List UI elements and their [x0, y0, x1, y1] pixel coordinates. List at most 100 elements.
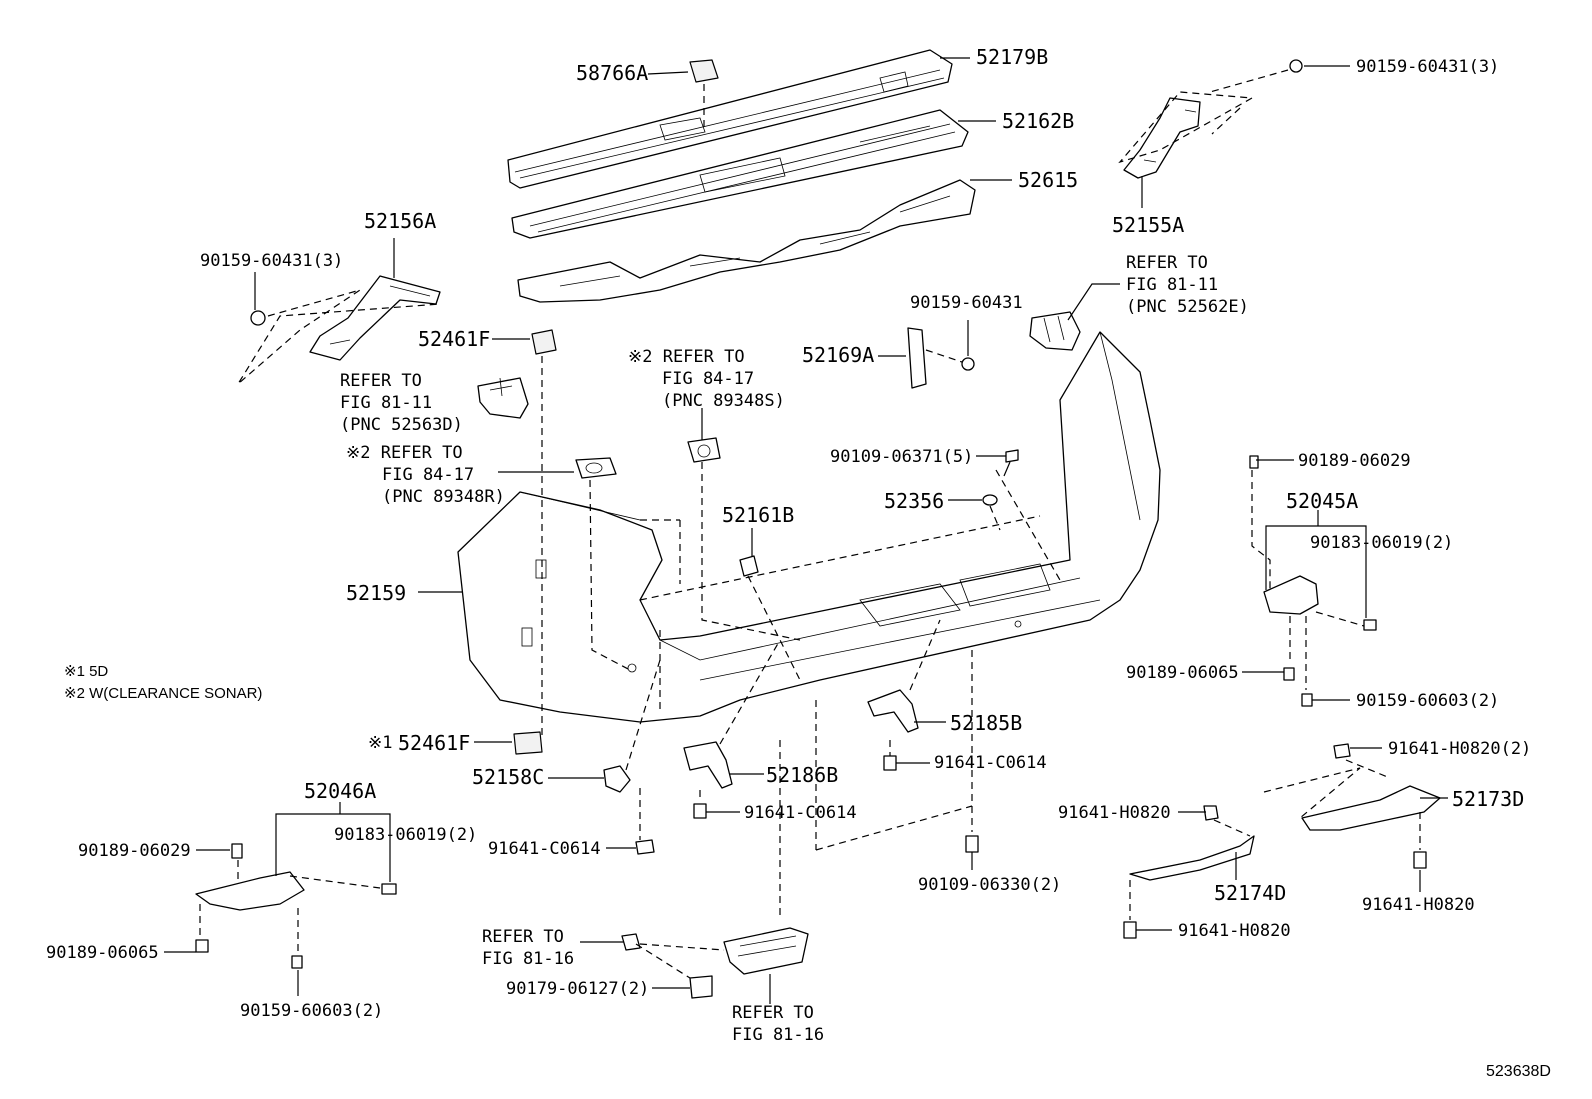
- refer-52562E-line3: (PNC 52562E): [1126, 297, 1249, 317]
- callout-52155A: 52155A: [1112, 213, 1184, 237]
- refer-52562E-line2: FIG 81-11: [1126, 275, 1218, 295]
- callout-52356: 52356: [884, 489, 944, 513]
- callout-52159: 52159: [346, 581, 406, 605]
- refer-81-16-left-line1: REFER TO: [482, 927, 564, 947]
- callout-52169A: 52169A: [802, 343, 874, 367]
- marker-note-1: ※1: [368, 733, 392, 753]
- sensor-89348R-drawing: [575, 457, 617, 479]
- refer-89348S-line2: FIG 84-17: [662, 369, 754, 389]
- callout-90159-60431-3-top: 90159-60431(3): [1356, 57, 1499, 77]
- bolt-91641-C0614-b-drawing: [693, 803, 707, 819]
- refer-81-16-left: REFER TO FIG 81-16: [482, 927, 574, 969]
- callout-58766A: 58766A: [576, 61, 648, 85]
- part-52185B-drawing: [867, 689, 919, 733]
- callout-52045A: 52045A: [1286, 489, 1358, 513]
- bracket-52563D-drawing: [477, 377, 529, 419]
- refer-52562E-line1: REFER TO: [1126, 253, 1208, 273]
- callout-91641-H0820-c: 91641-H0820: [1178, 921, 1291, 941]
- screw-90159-60431-drawing: [961, 357, 975, 371]
- callout-52179B: 52179B: [976, 45, 1048, 69]
- callout-91641-H0820-2: 91641-H0820(2): [1388, 739, 1531, 759]
- part-52155A-drawing: [1123, 97, 1201, 179]
- leader-lines: [164, 57, 1448, 1004]
- diagram-code: 523638D: [1486, 1063, 1551, 1080]
- callout-90109-06330-2: 90109-06330(2): [918, 875, 1061, 895]
- callout-90159-60603-2-left: 90159-60603(2): [240, 1001, 383, 1021]
- callout-52461F-top: 52461F: [418, 327, 490, 351]
- callout-90189-06029-right: 90189-06029: [1298, 451, 1411, 471]
- callout-91641-C0614-b: 91641-C0614: [744, 803, 857, 823]
- callout-52185B: 52185B: [950, 711, 1022, 735]
- refer-52563D-line2: FIG 81-11: [340, 393, 432, 413]
- callout-90179-06127-2: 90179-06127(2): [506, 979, 649, 999]
- refer-81-16-left-line2: FIG 81-16: [482, 949, 574, 969]
- refer-89348R-line3: (PNC 89348R): [382, 487, 505, 507]
- screw-90159-60431-3-top-drawing: [1289, 59, 1303, 73]
- callout-90189-06029-left: 90189-06029: [78, 841, 191, 861]
- bolt-90109-06330-drawing: [965, 835, 979, 853]
- sensor-89348S-drawing: [687, 437, 721, 463]
- callout-91641-H0820-b: 91641-H0820: [1362, 895, 1475, 915]
- refer-52563D: REFER TO FIG 81-11 (PNC 52563D): [340, 371, 463, 435]
- callout-52161B: 52161B: [722, 503, 794, 527]
- refer-89348R-line2: FIG 84-17: [382, 465, 474, 485]
- part-52186B-drawing: [683, 741, 733, 789]
- refer-81-16-bottom-line2: FIG 81-16: [732, 1025, 824, 1045]
- callout-52615: 52615: [1018, 168, 1078, 192]
- refer-52563D-line1: REFER TO: [340, 371, 422, 391]
- callout-52162B: 52162B: [1002, 109, 1074, 133]
- refer-81-16-bottom: REFER TO FIG 81-16: [732, 1003, 824, 1045]
- refer-89348S: ※2 REFER TO FIG 84-17 (PNC 89348S): [628, 347, 785, 411]
- callout-90189-06065-right: 90189-06065: [1126, 663, 1239, 683]
- part-52615-drawing: [517, 179, 976, 303]
- part-52159-bumper-drawing: [457, 331, 1161, 723]
- callout-90159-60431-3-left: 90159-60431(3): [200, 251, 343, 271]
- refer-89348R-line1: ※2 REFER TO: [346, 443, 463, 463]
- note-2: ※2 W(CLEARANCE SONAR): [64, 685, 262, 702]
- callout-90183-06019-2-left: 90183-06019(2): [334, 825, 477, 845]
- refer-89348S-line1: ※2 REFER TO: [628, 347, 745, 367]
- callout-91641-C0614-a: 91641-C0614: [934, 753, 1047, 773]
- reflector-lamp-drawing: [723, 927, 809, 975]
- note-1: ※1 5D: [64, 663, 108, 680]
- part-52158C-drawing: [603, 765, 631, 793]
- callout-90159-60603-2-right: 90159-60603(2): [1356, 691, 1499, 711]
- connector-81-16-drawing: [621, 933, 641, 951]
- callout-52173D: 52173D: [1452, 787, 1524, 811]
- part-52179B-drawing: [507, 49, 953, 189]
- bolt-90109-06371-drawing: [1003, 449, 1019, 477]
- callout-52158C: 52158C: [472, 765, 544, 789]
- callout-90109-06371-5: 90109-06371(5): [830, 447, 973, 467]
- callout-52461F-bottom: 52461F: [398, 731, 470, 755]
- callout-90159-60431: 90159-60431: [910, 293, 1023, 313]
- part-52169A-drawing: [907, 327, 927, 389]
- refer-89348R: ※2 REFER TO FIG 84-17 (PNC 89348R): [346, 443, 505, 507]
- part-52162B-drawing: [511, 109, 969, 239]
- part-58766A-drawing: [689, 59, 719, 83]
- callout-90189-06065-left: 90189-06065: [46, 943, 159, 963]
- clip-90179-06127-drawing: [689, 975, 713, 999]
- part-52173D-drawing: [1301, 743, 1441, 869]
- bolt-91641-C0614-c-drawing: [635, 839, 655, 855]
- part-52461F-bottom-drawing: [513, 731, 543, 755]
- refer-81-16-bottom-line1: REFER TO: [732, 1003, 814, 1023]
- clip-52356-drawing: [982, 494, 998, 506]
- screw-90159-60431-3-left-drawing: [250, 310, 266, 326]
- callout-91641-H0820-a: 91641-H0820: [1058, 803, 1171, 823]
- callout-52174D: 52174D: [1214, 881, 1286, 905]
- callout-91641-C0614-c: 91641-C0614: [488, 839, 601, 859]
- callout-52186B: 52186B: [766, 763, 838, 787]
- refer-52563D-line3: (PNC 52563D): [340, 415, 463, 435]
- part-52045A-drawing: [1249, 455, 1377, 707]
- part-52156A-drawing: [309, 275, 441, 361]
- part-52461F-top-drawing: [531, 329, 557, 355]
- part-52174D-drawing: [1123, 805, 1255, 939]
- callout-52046A: 52046A: [304, 779, 376, 803]
- callout-90183-06019-2-right: 90183-06019(2): [1310, 533, 1453, 553]
- refer-89348S-line3: (PNC 89348S): [662, 391, 785, 411]
- bolt-91641-C0614-a-drawing: [883, 755, 897, 771]
- part-52046A-drawing: [195, 843, 397, 969]
- bracket-52562E-drawing: [1029, 311, 1081, 351]
- callout-52156A: 52156A: [364, 209, 436, 233]
